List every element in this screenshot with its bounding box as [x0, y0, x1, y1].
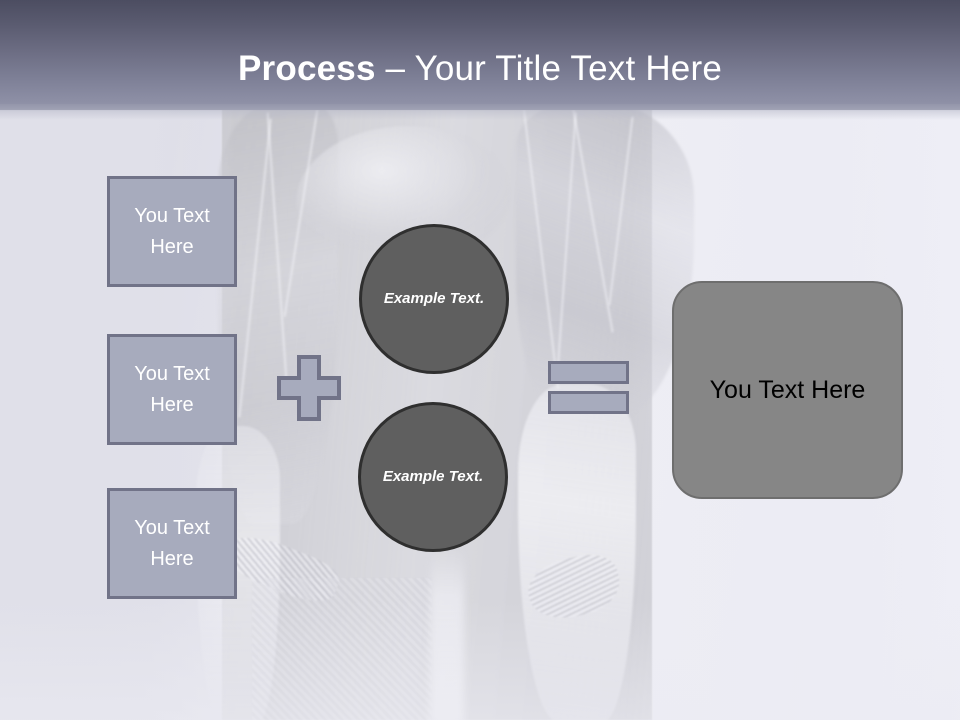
process-circle-1[interactable]: Example Text. [359, 224, 509, 374]
plus-icon [277, 355, 341, 421]
result-box-label: You Text Here [709, 375, 866, 404]
process-circle-1-label: Example Text. [383, 290, 485, 307]
background-bottom-wash [0, 600, 960, 720]
input-box-1[interactable]: You Text Here [107, 176, 237, 287]
process-circle-2-label: Example Text. [382, 468, 484, 485]
input-box-3[interactable]: You Text Here [107, 488, 237, 599]
title-banner-fade [0, 104, 960, 120]
input-box-1-label: You Text Here [134, 204, 210, 258]
input-box-2[interactable]: You Text Here [107, 334, 237, 445]
process-circle-2[interactable]: Example Text. [358, 402, 508, 552]
page-title-rest: – Your Title Text Here [375, 49, 722, 88]
page-title-bold: Process [238, 49, 376, 88]
input-box-3-label: You Text Here [134, 516, 210, 570]
equals-icon [548, 361, 629, 414]
equals-bar-top [548, 361, 629, 384]
title-banner [0, 0, 960, 110]
input-box-2-label: You Text Here [134, 362, 210, 416]
equals-bar-bottom [548, 391, 629, 414]
page-title: Process – Your Title Text Here [0, 49, 960, 89]
result-box[interactable]: You Text Here [672, 281, 903, 499]
